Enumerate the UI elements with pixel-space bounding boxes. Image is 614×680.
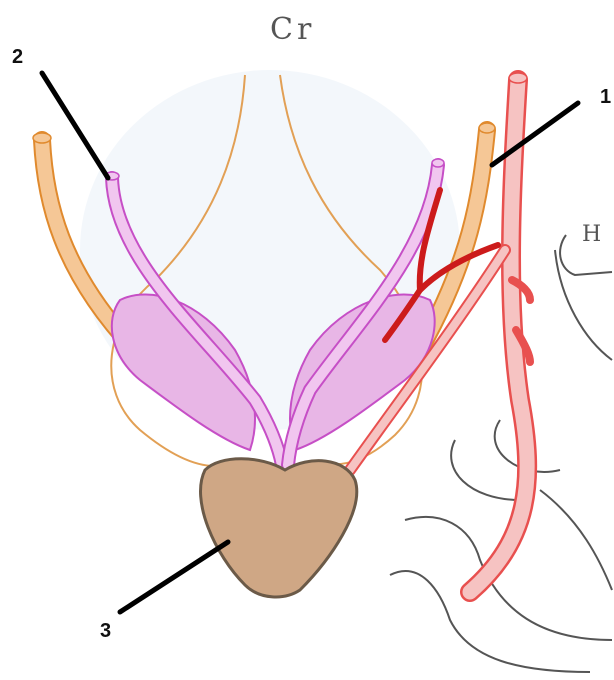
orientation-mark: Cr [270,12,315,47]
label-2: 2 [12,46,23,69]
label-1: 1 [600,86,611,109]
label-3: 3 [100,620,111,643]
partial-mark: H [582,222,605,247]
